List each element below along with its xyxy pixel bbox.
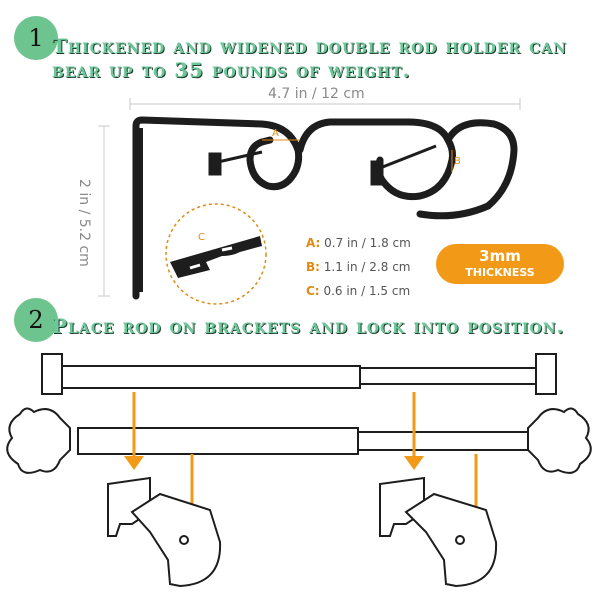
thickness-label: THICKNESS xyxy=(465,266,535,279)
spec-b-value: 1.1 in / 2.8 cm xyxy=(323,260,411,274)
label-c: C xyxy=(198,232,205,243)
screw-a xyxy=(208,150,263,176)
slot-detail-zoom: C xyxy=(165,203,267,305)
step-2-badge: 2 xyxy=(14,298,58,342)
spec-c: C: 0.6 in / 1.5 cm xyxy=(306,284,410,298)
width-dimension: 4.7 in / 12 cm xyxy=(268,86,365,102)
step-2-heading: Place rod on brackets and lock into posi… xyxy=(52,314,565,338)
label-a: A xyxy=(272,128,279,139)
thickness-badge: 3mm THICKNESS xyxy=(436,244,564,284)
width-dimension-line xyxy=(129,98,521,110)
spec-a: A: 0.7 in / 1.8 cm xyxy=(306,236,411,250)
spec-b: B: 1.1 in / 2.8 cm xyxy=(306,260,410,274)
curtain-rods xyxy=(6,353,592,474)
step-1-heading: Thickened and widened double rod holder … xyxy=(52,34,567,82)
height-dimension-line xyxy=(98,125,110,297)
label-b: B xyxy=(454,156,461,167)
spec-c-letter: C: xyxy=(306,284,320,298)
step-1-badge: 1 xyxy=(14,16,58,60)
height-dimension: 2 in / 5.2 cm xyxy=(76,179,92,267)
spec-a-value: 0.7 in / 1.8 cm xyxy=(324,236,411,250)
thickness-value: 3mm xyxy=(479,247,521,265)
spec-a-letter: A: xyxy=(306,236,321,250)
bracket-left xyxy=(107,476,222,588)
spec-b-letter: B: xyxy=(306,260,320,274)
bracket-right xyxy=(379,476,498,588)
spec-c-value: 0.6 in / 1.5 cm xyxy=(323,284,411,298)
screw-b xyxy=(370,144,437,186)
